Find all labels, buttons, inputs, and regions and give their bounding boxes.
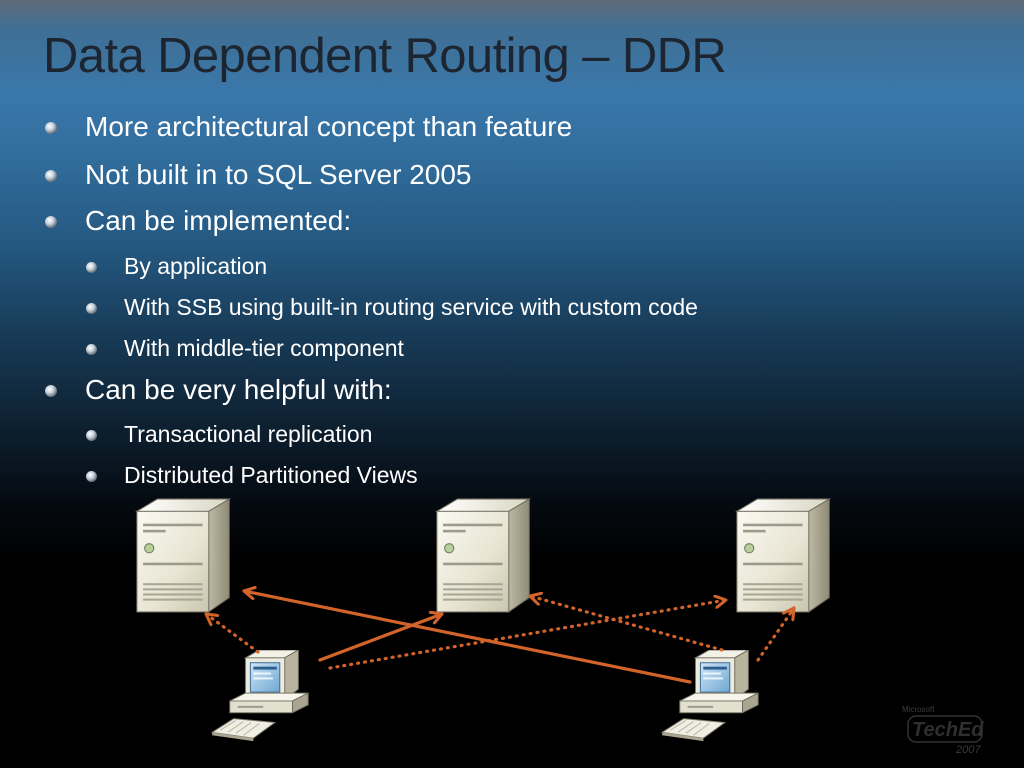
logo-text-year: 2007 [955, 744, 981, 756]
bullet-sphere-icon [45, 122, 57, 134]
client-right-icon [661, 650, 759, 742]
logo-text-main: TechEd [912, 719, 984, 741]
sub-bullet-text: Transactional replication [124, 421, 373, 447]
bullet-item: Can be implemented: [45, 205, 352, 237]
bullet-sphere-icon [86, 344, 97, 355]
sub-bullet-item: With middle-tier component [86, 335, 404, 362]
bullet-item: Can be very helpful with: [45, 374, 392, 406]
bullet-item: More architectural concept than feature [45, 111, 573, 143]
sub-bullet-item: Distributed Partitioned Views [86, 462, 418, 489]
bullet-sphere-icon [86, 430, 97, 441]
sub-bullet-item: Transactional replication [86, 421, 373, 448]
bullet-text: Can be very helpful with: [85, 374, 392, 405]
server-center-icon [436, 498, 530, 613]
bullet-sphere-icon [45, 385, 57, 397]
server-right-icon [736, 498, 830, 613]
bullet-text: Can be implemented: [85, 205, 352, 236]
bullet-sphere-icon [86, 303, 97, 314]
bullet-item: Not built in to SQL Server 2005 [45, 159, 472, 191]
slide-title: Data Dependent Routing – DDR [43, 29, 727, 83]
teched-logo: Microsoft TechEd 2007 [902, 705, 984, 756]
bullet-sphere-icon [45, 170, 57, 182]
sub-bullet-text: With SSB using built-in routing service … [124, 294, 698, 320]
solid-arrow [242, 591, 692, 684]
solid-arrow [318, 614, 444, 662]
bullet-text: Not built in to SQL Server 2005 [85, 159, 472, 190]
sub-bullet-item: With SSB using built-in routing service … [86, 294, 698, 321]
connection-arrows [204, 591, 796, 684]
logo-text-top: Microsoft [902, 705, 935, 714]
dotted-arrow [328, 600, 728, 670]
sub-bullet-text: Distributed Partitioned Views [124, 462, 418, 488]
bullet-sphere-icon [86, 471, 97, 482]
sub-bullet-item: By application [86, 253, 268, 280]
sub-bullet-text: By application [124, 253, 268, 279]
bullet-text: More architectural concept than feature [85, 111, 573, 142]
sub-bullet-text: With middle-tier component [124, 335, 404, 361]
dotted-arrow [204, 612, 260, 654]
client-left-icon [211, 650, 309, 742]
dotted-arrow [528, 596, 724, 652]
bullet-sphere-icon [45, 216, 57, 228]
server-left-icon [136, 498, 230, 613]
bullet-sphere-icon [86, 262, 97, 273]
dotted-arrow [756, 606, 796, 662]
